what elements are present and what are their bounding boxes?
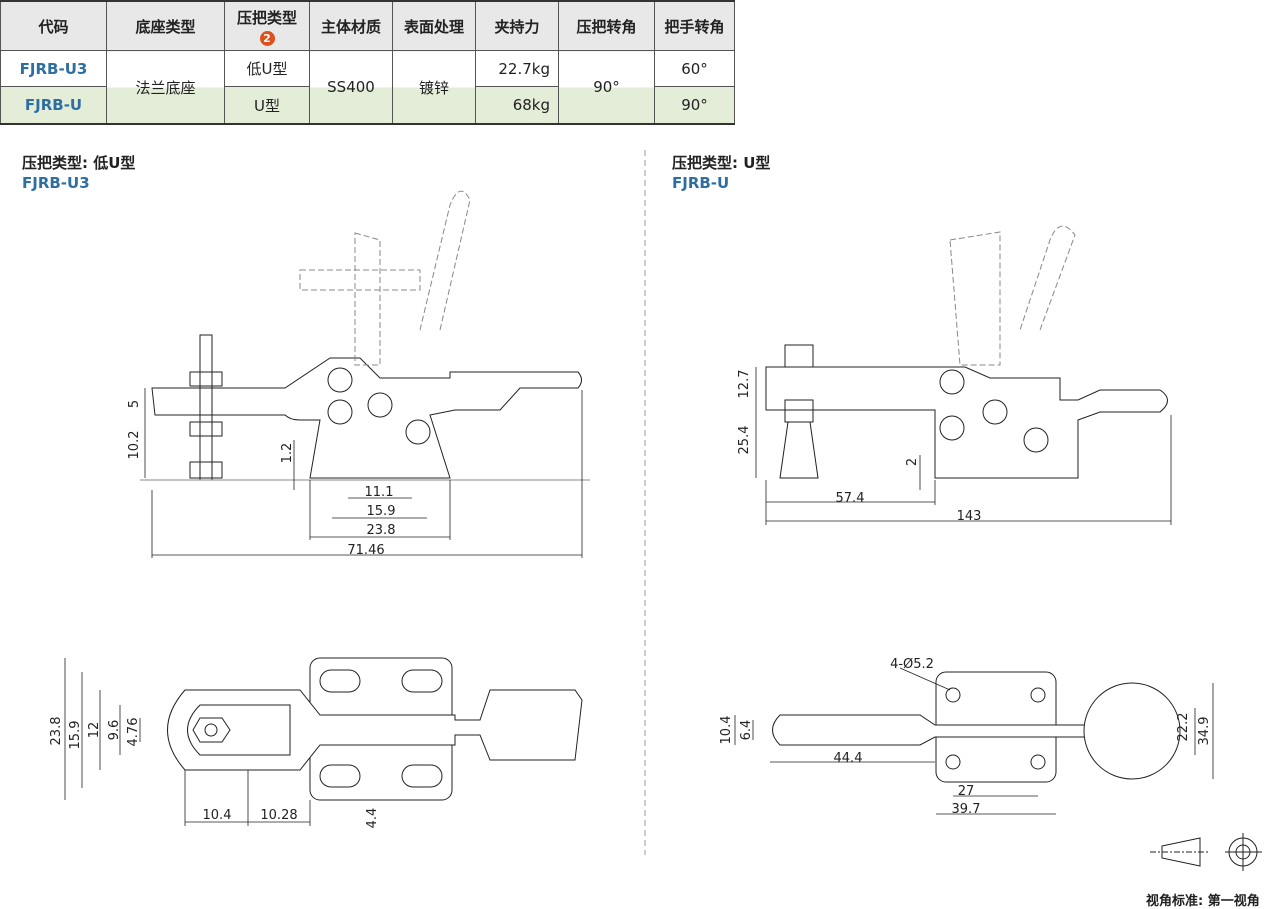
left-top-dims (64, 658, 311, 826)
dim-23-8-b: 23.8 (49, 717, 64, 746)
right-side-view (765, 225, 1168, 479)
header-code: 代码 (0, 0, 107, 51)
right-title: 压把类型: U型 (672, 154, 771, 172)
left-side-view (140, 190, 590, 481)
dim-1-2: 1.2 (280, 443, 295, 464)
base-cell: 法兰底座 (106, 50, 225, 125)
material-cell: SS400 (309, 50, 393, 125)
dim-34-9: 34.9 (1197, 717, 1212, 746)
force-cell: 68kg (475, 86, 559, 125)
dim-10-4: 10.4 (203, 808, 232, 823)
left-title: 压把类型: 低U型 (22, 154, 136, 172)
projection-standard: 视角标准: 第一视角 (1146, 894, 1260, 909)
dim-5: 5 (127, 400, 142, 408)
dim-10-2: 10.2 (127, 431, 142, 460)
dim-2: 2 (905, 458, 920, 466)
dim-22-2: 22.2 (1176, 713, 1191, 742)
dim-6-4: 6.4 (739, 720, 754, 741)
clamp-type-cell: U型 (224, 86, 310, 125)
dim-9-6: 9.6 (107, 720, 122, 741)
force-cell: 22.7kg (475, 50, 559, 87)
left-top-view (167, 657, 583, 801)
right-code: FJRB-U (672, 174, 730, 192)
dim-39-7: 39.7 (952, 802, 981, 817)
header-finish: 表面处理 (392, 0, 476, 51)
dim-23-8: 23.8 (367, 523, 396, 538)
clamp-type-cell: 低U型 (224, 50, 310, 87)
dim-15-9-b: 15.9 (68, 721, 83, 750)
header-clamp-type: 压把类型 2 (224, 0, 310, 51)
first-angle-projection-icon (1150, 833, 1262, 871)
dim-57-4: 57.4 (836, 491, 865, 506)
header-handle-angle: 把手转角 (654, 0, 735, 51)
header-force: 夹持力 (475, 0, 559, 51)
dim-12: 12 (87, 722, 102, 739)
dim-10-28: 10.28 (260, 808, 297, 823)
note-badge: 2 (259, 30, 275, 46)
dim-71-46: 71.46 (347, 543, 384, 558)
dim-12-7: 12.7 (737, 370, 752, 399)
right-side-dims (755, 367, 1172, 525)
dim-4-4: 4.4 (365, 808, 380, 829)
table-row: FJRB-U U型 68kg 90° (0, 86, 735, 125)
left-side-dims (144, 388, 583, 558)
dim-4-76: 4.76 (126, 718, 141, 747)
code-cell[interactable]: FJRB-U3 (0, 50, 107, 87)
dim-143: 143 (957, 509, 982, 524)
handle-angle-cell: 90° (654, 86, 735, 125)
left-code: FJRB-U3 (22, 174, 90, 192)
dim-11-1: 11.1 (365, 485, 394, 500)
dim-27: 27 (958, 784, 975, 799)
dim-15-9: 15.9 (367, 504, 396, 519)
right-top-dims (734, 667, 1214, 815)
header-clamp-type-label: 压把类型 (236, 8, 297, 27)
right-top-view (772, 671, 1181, 783)
dim-25-4: 25.4 (737, 426, 752, 455)
dim-holes: 4-Ø5.2 (890, 657, 934, 672)
header-material: 主体材质 (309, 0, 393, 51)
code-cell[interactable]: FJRB-U (0, 86, 107, 125)
finish-cell: 镀锌 (392, 50, 476, 125)
dim-10-4-b: 10.4 (719, 716, 734, 745)
dim-44-4: 44.4 (834, 751, 863, 766)
handle-angle-cell: 60° (654, 50, 735, 87)
